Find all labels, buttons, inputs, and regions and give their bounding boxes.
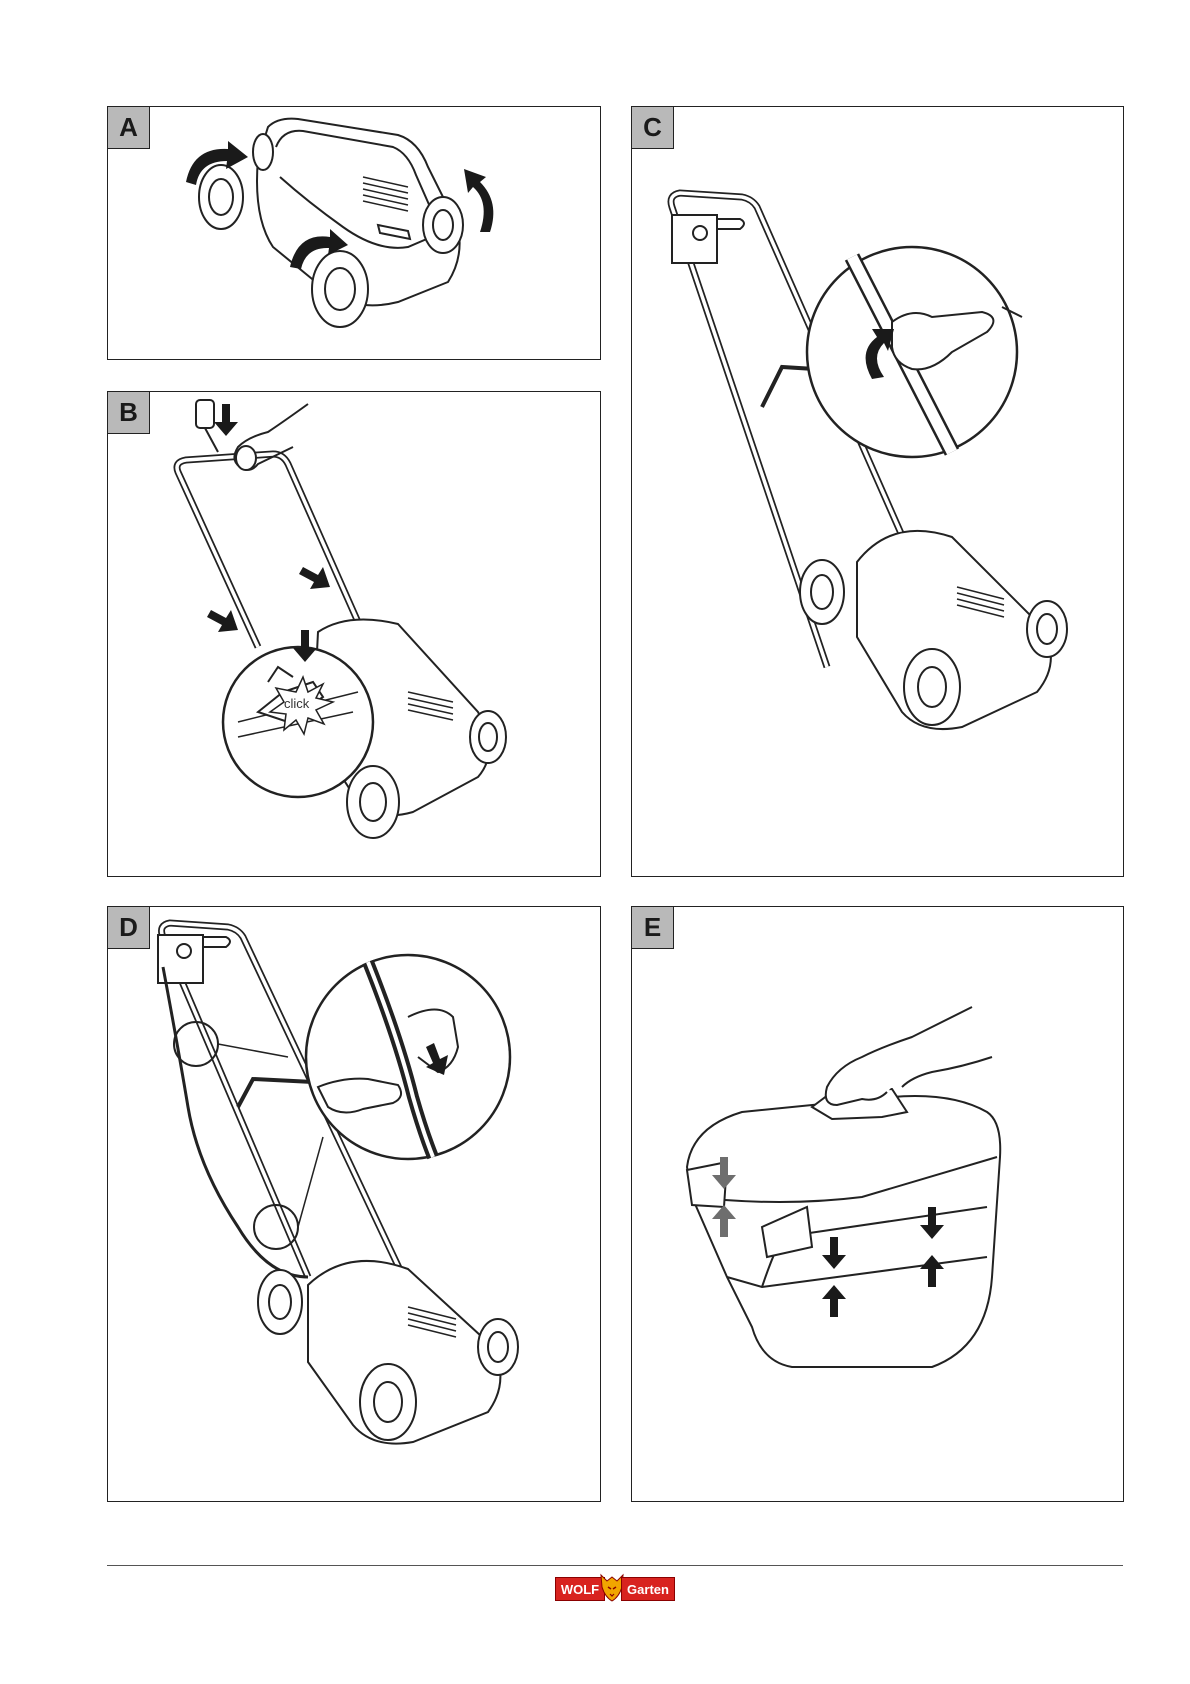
handle-knob-tighten-illustration	[632, 107, 1124, 877]
panel-label-a: A	[108, 107, 150, 149]
panel-label-b: B	[108, 392, 150, 434]
panel-label-e: E	[632, 907, 674, 949]
panel-label-c: C	[632, 107, 674, 149]
panel-c: C	[631, 106, 1124, 877]
panel-b: B click	[107, 391, 601, 877]
cable-clip-illustration	[108, 907, 601, 1502]
down-arrow-icon	[299, 567, 330, 589]
logo-text-left: WOLF	[555, 1577, 605, 1601]
click-label: click	[284, 696, 310, 711]
handle-assembly-illustration: click	[108, 392, 601, 877]
grass-box-assembly-illustration	[632, 907, 1124, 1502]
panel-a: A	[107, 106, 601, 360]
wolf-garten-logo: WOLF Garten	[555, 1571, 673, 1603]
lawnmower-wheel-adjust-illustration	[108, 107, 601, 360]
logo-text-right: Garten	[621, 1577, 675, 1601]
panel-e: E	[631, 906, 1124, 1502]
rotate-arrow-icon	[464, 169, 493, 232]
panel-d: D	[107, 906, 601, 1502]
panel-label-d: D	[108, 907, 150, 949]
down-arrow-icon	[214, 404, 238, 436]
down-arrow-icon	[207, 610, 238, 632]
footer-divider	[107, 1565, 1123, 1566]
